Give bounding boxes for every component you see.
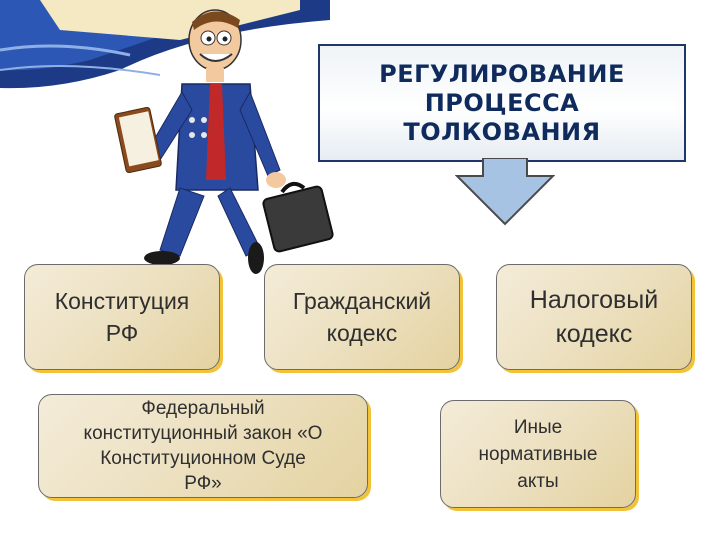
- down-arrow-icon: [455, 158, 555, 226]
- card-other-acts: Иные нормативные акты: [440, 400, 636, 508]
- card-other-acts-text: Иные нормативные акты: [479, 414, 598, 495]
- card-federal-law-text: Федеральный конституционный закон «О Кон…: [84, 396, 323, 496]
- card-civil-code: Гражданский кодекс: [264, 264, 460, 370]
- card-civil-code-text: Гражданский кодекс: [293, 285, 431, 349]
- card-tax-code: Налоговый кодекс: [496, 264, 692, 370]
- title-box: РЕГУЛИРОВАНИЕ ПРОЦЕССА ТОЛКОВАНИЯ: [318, 44, 686, 162]
- card-federal-law: Федеральный конституционный закон «О Кон…: [38, 394, 368, 498]
- businessman-illustration: [100, 0, 340, 290]
- card-tax-code-text: Налоговый кодекс: [530, 283, 658, 351]
- card-constitution-text: Конституция РФ: [55, 285, 190, 349]
- card-constitution: Конституция РФ: [24, 264, 220, 370]
- title-text: РЕГУЛИРОВАНИЕ ПРОЦЕССА ТОЛКОВАНИЯ: [379, 60, 625, 147]
